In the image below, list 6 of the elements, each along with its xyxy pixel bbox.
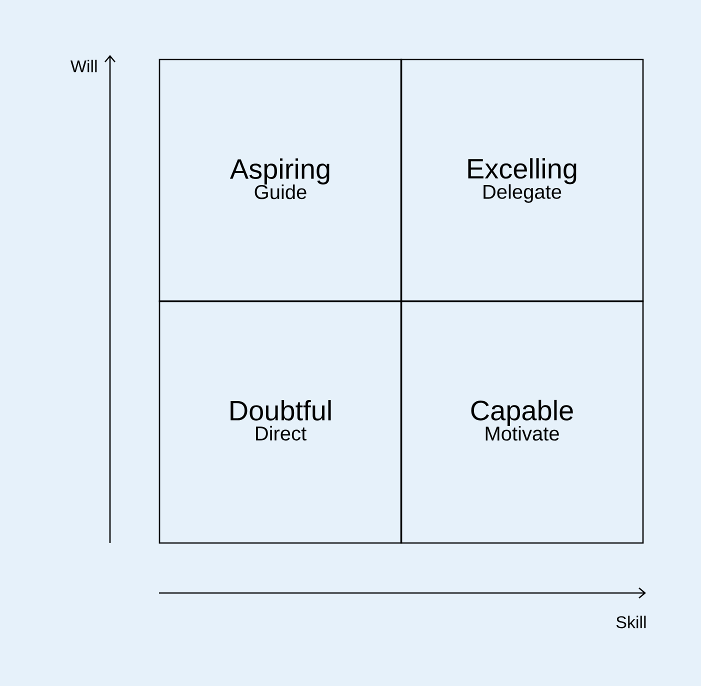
axis-label: Skill xyxy=(616,616,646,628)
axis-label: Will xyxy=(70,60,97,72)
quadrant-box: Aspiring Guide xyxy=(158,58,402,302)
quadrant-box: Doubtful Direct xyxy=(158,300,402,544)
quadrant-box: Excelling Delegate xyxy=(400,58,644,302)
quadrant-box: Capable Motivate xyxy=(400,300,644,544)
